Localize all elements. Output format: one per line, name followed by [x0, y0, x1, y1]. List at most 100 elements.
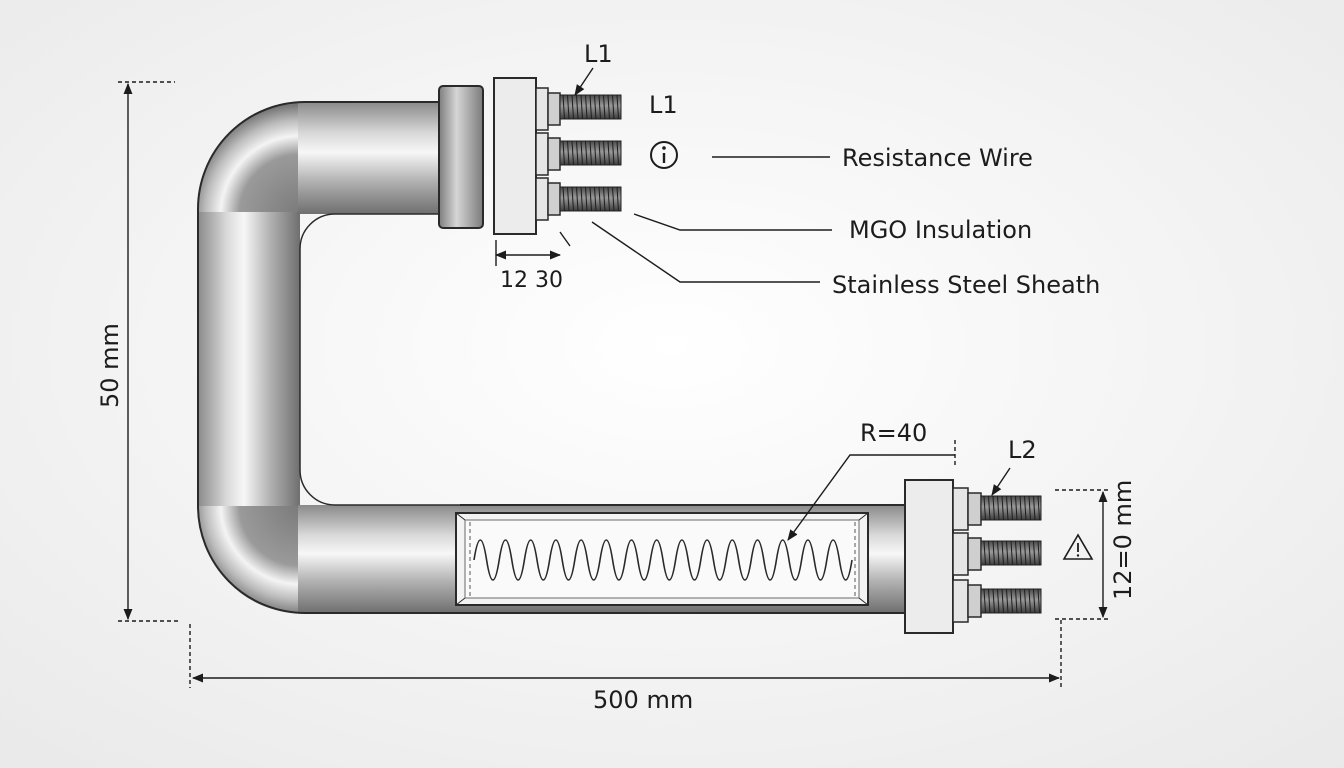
warning-icon [1062, 533, 1094, 560]
bottom-thread-line [983, 495, 986, 521]
dimension-terminal-spacing: 12 30 [500, 268, 563, 293]
bottom-thread-line [983, 540, 986, 566]
bottom-thread-line [1037, 540, 1040, 566]
tube-horizontal-top [298, 102, 443, 214]
bottom-thread-line [1019, 540, 1022, 566]
bottom-thread-line [1033, 495, 1036, 521]
bottom-thread-line [1033, 540, 1036, 566]
top-terminal-block-2 [535, 132, 549, 176]
top-thread-line [594, 140, 597, 166]
bottom-nut-2 [967, 537, 982, 571]
bottom-thread-line [997, 495, 1000, 521]
top-thread-line [594, 186, 597, 212]
bottom-thread-line [1006, 495, 1009, 521]
top-thread-line [571, 140, 574, 166]
terminal-label-top: L1 [584, 40, 613, 68]
top-thread-line [598, 140, 601, 166]
bottom-thread-line [1015, 495, 1018, 521]
bottom-thread-line [1028, 495, 1031, 521]
tube-bend-lower [198, 506, 300, 613]
bottom-thread-line [983, 588, 986, 614]
callout-sheath: Stainless Steel Sheath [832, 271, 1100, 299]
bottom-thread-line [1001, 588, 1004, 614]
top-thread-line [612, 186, 615, 212]
top-thread-line [576, 186, 579, 212]
top-thread-line [612, 140, 615, 166]
bottom-thread-line [1010, 588, 1013, 614]
l1-leader [574, 67, 594, 96]
top-thread-line [589, 140, 592, 166]
bend-radius-leader [787, 454, 955, 541]
top-thread-line [589, 94, 592, 120]
bottom-thread-line [1019, 495, 1022, 521]
callout-resistance-wire: Resistance Wire [842, 144, 1033, 172]
dimension-height: 50 mm [96, 323, 124, 408]
bottom-thread-line [992, 540, 995, 566]
bottom-thread-line [1037, 588, 1040, 614]
bottom-thread-line [1028, 588, 1031, 614]
bottom-flange [904, 479, 954, 634]
top-thread-line [580, 186, 583, 212]
bottom-thread-line [1037, 495, 1040, 521]
top-thread-line [585, 186, 588, 212]
top-nut-3 [547, 182, 561, 216]
top-thread-line [589, 186, 592, 212]
top-thread-line [616, 94, 619, 120]
top-thread-line [603, 186, 606, 212]
top-terminal-block-1 [535, 87, 549, 131]
bottom-thread-line [1024, 495, 1027, 521]
resistance-coil [473, 539, 853, 581]
top-nut-2 [547, 137, 561, 171]
top-thread-line [580, 140, 583, 166]
dimension-lines [118, 67, 1110, 688]
top-nut-1 [547, 92, 561, 126]
bottom-thread-line [1019, 588, 1022, 614]
dimension-terminal-height: 12=0 mm [1109, 480, 1137, 600]
top-thread-line [612, 94, 615, 120]
bottom-thread-line [1015, 540, 1018, 566]
bottom-thread-line [997, 588, 1000, 614]
callout-mgo-insulation: MGO Insulation [849, 216, 1032, 244]
dimension-length: 500 mm [593, 686, 693, 714]
bottom-thread-line [1006, 588, 1009, 614]
bottom-thread-line [1001, 540, 1004, 566]
dimension-bend-radius: R=40 [860, 419, 927, 447]
top-thread-line [562, 186, 565, 212]
top-thread-line [598, 94, 601, 120]
tube-outline [197, 101, 910, 614]
bottom-nut-1 [967, 492, 982, 526]
bottom-thread-line [1028, 540, 1031, 566]
cutaway-window [455, 512, 869, 606]
top-thread-line [576, 94, 579, 120]
top-collar [438, 85, 484, 229]
top-thread-line [598, 186, 601, 212]
info-icon [650, 141, 678, 169]
top-thread-line [567, 140, 570, 166]
top-thread-line [607, 94, 610, 120]
terminal-label-top-secondary: L1 [649, 91, 678, 119]
bottom-thread-line [1010, 540, 1013, 566]
top-thread-line [616, 186, 619, 212]
top-thread-line [567, 186, 570, 212]
bottom-terminal-block-3 [952, 579, 969, 623]
top-terminal-block-3 [535, 177, 549, 221]
bottom-thread-line [988, 540, 991, 566]
tube-inner-gap [299, 213, 460, 506]
bottom-thread-line [992, 495, 995, 521]
top-flange [493, 77, 537, 235]
top-thread-line [585, 140, 588, 166]
bottom-nut-3 [967, 584, 982, 618]
bottom-thread-line [1024, 588, 1027, 614]
bottom-terminal-block-2 [952, 532, 969, 576]
top-thread-line [571, 186, 574, 212]
bottom-thread-line [1015, 588, 1018, 614]
bottom-terminal-assembly [904, 479, 1042, 634]
bottom-thread-line [997, 540, 1000, 566]
top-thread-line [585, 94, 588, 120]
top-thread-line [571, 94, 574, 120]
top-thread-line [580, 94, 583, 120]
bottom-thread-line [988, 588, 991, 614]
bottom-thread-line [1010, 495, 1013, 521]
tube-bend-upper [198, 102, 300, 212]
